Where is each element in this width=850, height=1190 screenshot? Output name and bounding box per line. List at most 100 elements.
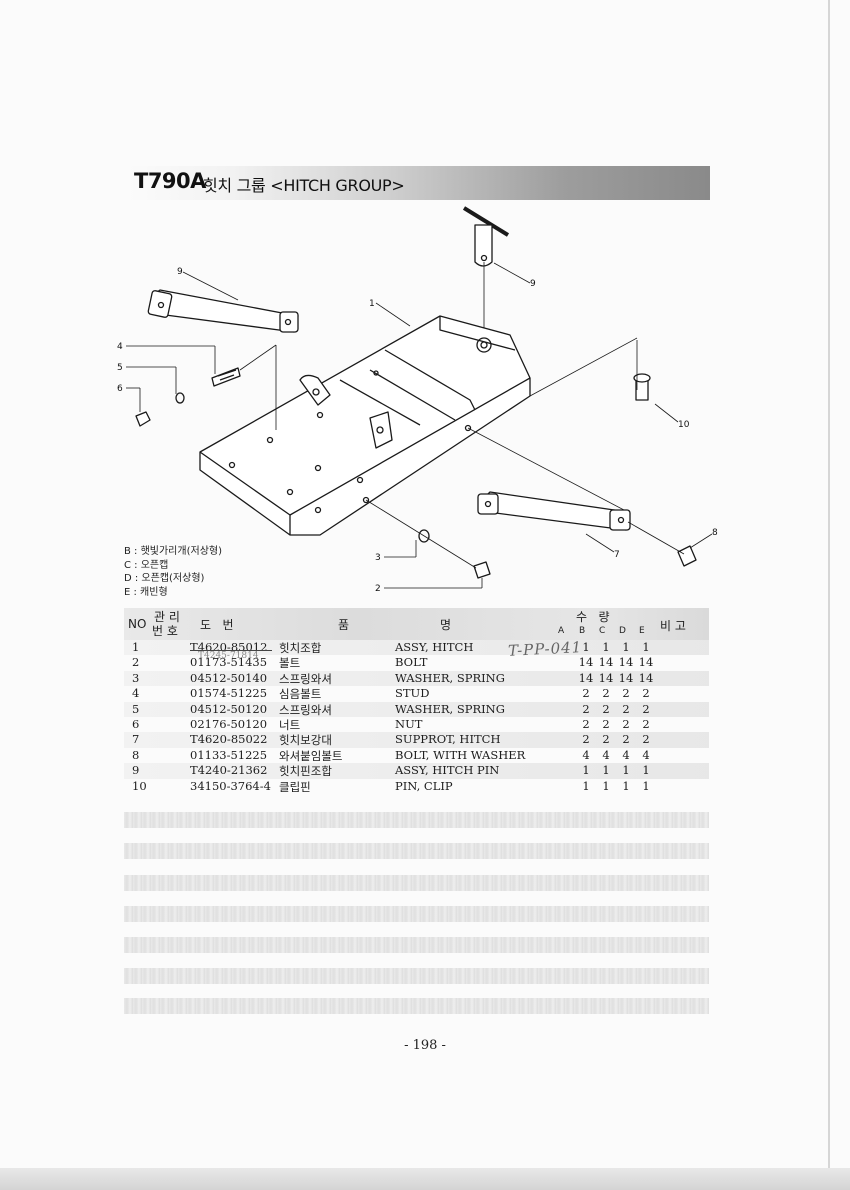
legend-d: D : 오픈캡(저상형) <box>124 573 205 584</box>
callout-2: 2 <box>375 584 381 594</box>
header-no: NO <box>128 617 147 631</box>
callout-9-pin: 9 <box>530 279 536 289</box>
legend-c: C : 오픈캡 <box>124 559 169 571</box>
row-qty-c: 2 <box>602 732 610 747</box>
row-part-number: 01133-51225 <box>190 747 268 762</box>
blank-row-band <box>124 843 709 859</box>
header-drawing-no: 도 번 <box>200 618 234 632</box>
header-col-a: A <box>558 626 565 636</box>
row-qty-d: 2 <box>622 701 630 716</box>
row-qty-b: 1 <box>582 778 590 793</box>
row-name-korean: 와셔붙임볼트 <box>279 748 343 763</box>
row-name-english: NUT <box>395 716 423 731</box>
row-qty-c: 2 <box>602 716 610 731</box>
row-part-number: 34150-3764-4 <box>190 778 271 793</box>
header-col-c: C <box>599 626 606 636</box>
row-qty-c: 1 <box>602 763 610 778</box>
spring-washer-icon <box>418 529 430 543</box>
row-qty-e: 1 <box>642 640 650 654</box>
row-part-number: T4240-21362 <box>190 763 268 778</box>
row-qty-b: 1 <box>582 763 590 778</box>
callout-7: 7 <box>614 550 620 560</box>
washer-bolt-icon <box>677 545 697 567</box>
row-qty-c: 14 <box>598 655 614 670</box>
row-no: 1 <box>132 640 140 654</box>
row-no: 8 <box>132 747 140 762</box>
row-qty-b: 1 <box>582 640 590 654</box>
variant-legend: B : 햇빛가리개(저상형) C : 오픈캡 D : 오픈캡(저상형) E : … <box>124 545 222 599</box>
ghost-part-number: T4245-71814 <box>198 651 259 661</box>
row-qty-e: 4 <box>642 747 650 762</box>
row-qty-e: 2 <box>642 701 650 716</box>
hitch-pin-icon <box>462 206 510 267</box>
blank-row-band <box>124 812 709 828</box>
row-part-number: 04512-50140 <box>190 670 268 685</box>
callout-5: 5 <box>117 363 123 373</box>
row-qty-e: 1 <box>642 778 650 793</box>
section-title: 힛치 그룹 <HITCH GROUP> <box>203 176 405 195</box>
row-qty-d: 1 <box>622 640 630 654</box>
blank-row-band <box>124 998 709 1014</box>
row-qty-e: 14 <box>638 655 654 670</box>
row-qty-d: 2 <box>622 716 630 731</box>
hitch-arm-top-icon <box>147 289 299 333</box>
callout-9-arm: 9 <box>177 267 183 277</box>
row-qty-b: 2 <box>582 716 590 731</box>
row-name-english: BOLT <box>395 655 428 670</box>
callout-4: 4 <box>117 342 123 352</box>
hitch-arm-lower-icon <box>477 491 631 531</box>
row-no: 4 <box>132 686 140 701</box>
row-name-korean: 볼트 <box>279 656 301 671</box>
header-name-2: 명 <box>440 618 452 632</box>
row-name-korean: 클립핀 <box>279 779 311 794</box>
scan-edge <box>828 0 830 1170</box>
strike-through <box>190 650 272 651</box>
legend-e: E : 캐빈형 <box>124 586 168 598</box>
row-qty-b: 2 <box>582 732 590 747</box>
row-qty-b: 14 <box>578 670 594 685</box>
row-no: 7 <box>132 732 140 747</box>
row-name-english: ASSY, HITCH <box>395 640 474 654</box>
row-part-number: 04512-50120 <box>190 701 268 716</box>
row-part-number: 02176-50120 <box>190 716 268 731</box>
row-name-korean: 힛치보강대 <box>279 733 332 748</box>
row-name-english: STUD <box>395 686 430 701</box>
header-mgmt-1: 관 리 <box>154 610 180 624</box>
row-name-english: PIN, CLIP <box>395 778 453 793</box>
row-qty-e: 2 <box>642 686 650 701</box>
hitch-exploded-diagram: 9 1 4 5 6 9 10 7 8 3 2 <box>117 206 718 594</box>
row-name-korean: 너트 <box>279 717 301 732</box>
model-number: T790A <box>134 169 206 193</box>
blank-row-band <box>124 968 709 984</box>
row-qty-e: 1 <box>642 763 650 778</box>
stud-assembly-icon <box>135 367 241 427</box>
row-qty-b: 2 <box>582 701 590 716</box>
header-col-e: E <box>639 626 645 636</box>
row-qty-c: 2 <box>602 686 610 701</box>
row-name-english: ASSY, HITCH PIN <box>395 763 500 778</box>
row-qty-b: 2 <box>582 686 590 701</box>
row-no: 6 <box>132 716 140 731</box>
header-mgmt-2: 번 호 <box>152 624 178 638</box>
blank-row-band <box>124 875 709 891</box>
row-no: 5 <box>132 701 140 716</box>
callout-6: 6 <box>117 384 123 394</box>
row-part-number: 01173-51435 <box>190 655 268 670</box>
row-no: 9 <box>132 763 140 778</box>
row-qty-b: 4 <box>582 747 590 762</box>
callout-1: 1 <box>369 299 375 309</box>
blank-row-band <box>124 937 709 953</box>
row-qty-d: 2 <box>622 686 630 701</box>
row-name-english: WASHER, SPRING <box>395 701 505 716</box>
row-name-korean: 스프링와셔 <box>279 671 332 686</box>
